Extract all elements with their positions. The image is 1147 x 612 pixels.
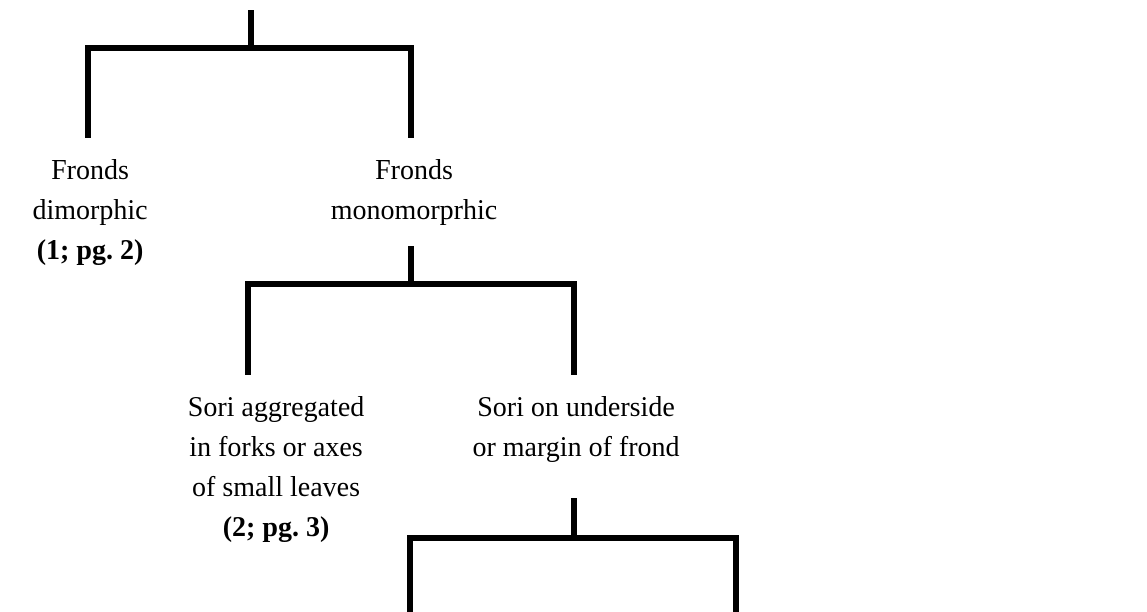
node-text-line: or margin of frond — [472, 432, 680, 463]
node-sori-underside: Sori on underside or margin of frond — [440, 388, 712, 468]
node-text-line: of small leaves — [192, 472, 360, 503]
node-sori-aggregated: Sori aggregated in forks or axes of smal… — [160, 388, 392, 548]
node-text-line: monomorprhic — [330, 195, 498, 226]
node-text-line: Sori on underside — [477, 392, 675, 423]
page-reference: (1; pg. 2) — [36, 235, 144, 266]
node-text-line: dimorphic — [32, 195, 148, 226]
node-fronds-dimorphic: Fronds dimorphic (1; pg. 2) — [28, 151, 152, 271]
node-fronds-monomorphic: Fronds monomorprhic — [304, 151, 524, 231]
branch-monomorphic-bar — [245, 281, 577, 375]
node-text-line: Fronds — [375, 155, 453, 186]
page-reference: (2; pg. 3) — [222, 512, 330, 543]
branch-sori-bar — [407, 535, 739, 612]
node-text-line: Fronds — [51, 155, 129, 186]
node-text-line: in forks or axes — [189, 432, 363, 463]
node-text-line: Sori aggregated — [187, 392, 365, 423]
branch-root-bar — [85, 45, 414, 138]
